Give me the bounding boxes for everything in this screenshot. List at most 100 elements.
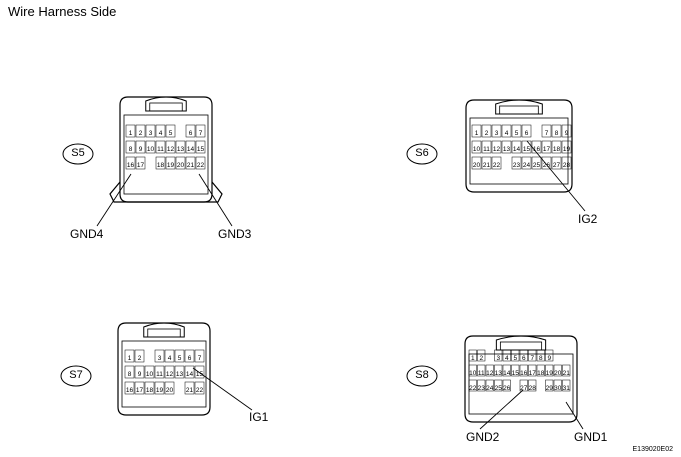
pin-cavity <box>154 349 165 363</box>
signal-label-gnd4: GND4 <box>70 227 104 241</box>
pin-cavity <box>545 379 554 392</box>
pin-number: 8 <box>555 130 559 137</box>
pin-cavity <box>531 156 542 170</box>
pin-cavity <box>519 379 528 392</box>
pin-cavity <box>541 156 552 170</box>
pin-number: 9 <box>565 130 569 137</box>
connector-skirt <box>109 181 223 203</box>
pin-number: 28 <box>529 385 537 392</box>
pin-cavity <box>185 124 196 138</box>
pin-cavity <box>494 364 503 377</box>
pin-cavity <box>155 124 166 138</box>
connector-housing <box>117 322 211 416</box>
pin-number: 3 <box>158 355 162 362</box>
pin-cavity <box>134 365 145 379</box>
pin-number: 3 <box>495 130 499 137</box>
pin-number: 22 <box>196 387 204 394</box>
pin-cavity <box>562 364 571 377</box>
pin-cavity <box>155 140 166 154</box>
pin-cavity <box>519 349 528 362</box>
pin-cavity <box>135 140 146 154</box>
lock-tab-inner <box>147 328 181 338</box>
pin-number: 19 <box>546 370 554 377</box>
pin-number: 26 <box>503 385 511 392</box>
image-code: E139020E02 <box>632 446 673 453</box>
leader-gnd3 <box>198 173 233 227</box>
pin-number: 10 <box>147 146 155 153</box>
pin-number: 9 <box>139 146 143 153</box>
pin-number: 22 <box>493 162 501 169</box>
leader-ig1 <box>192 367 253 411</box>
pin-cavity <box>174 365 185 379</box>
pin-cavity <box>145 140 156 154</box>
pin-number: 7 <box>545 130 549 137</box>
pin-cavity <box>481 140 492 154</box>
pin-cavity <box>124 349 135 363</box>
pin-cavity <box>511 156 522 170</box>
lock-tab-inner <box>499 105 539 115</box>
pin-cavity <box>468 349 477 362</box>
pin-cavity <box>195 140 206 154</box>
pin-cavity <box>184 349 195 363</box>
pin-cavity <box>145 124 156 138</box>
connector-label-s8: S8 <box>415 369 429 381</box>
pin-cavity <box>521 156 532 170</box>
lock-tab-inner <box>149 102 183 112</box>
pin-number: 13 <box>503 146 511 153</box>
signal-label-ig2: IG2 <box>578 212 598 226</box>
pin-number: 23 <box>513 162 521 169</box>
pin-cavity <box>164 381 175 395</box>
pin-cavity <box>471 124 482 138</box>
pin-number: 9 <box>138 371 142 378</box>
pin-cavity <box>477 379 486 392</box>
pin-number: 5 <box>178 355 182 362</box>
pin-number: 18 <box>553 146 561 153</box>
pin-cavity <box>124 365 135 379</box>
pin-number: 7 <box>199 130 203 137</box>
pin-cavity <box>185 156 196 170</box>
pin-number: 15 <box>196 371 204 378</box>
pin-number: 24 <box>523 162 531 169</box>
pin-number: 22 <box>469 385 477 392</box>
pin-cavity <box>125 124 136 138</box>
pin-number: 21 <box>483 162 491 169</box>
connector-name-oval <box>406 365 438 387</box>
pin-number: 20 <box>166 387 174 394</box>
connector-housing <box>464 335 578 423</box>
pin-number: 6 <box>522 355 526 362</box>
pin-cavity <box>494 349 503 362</box>
lock-tab <box>495 99 543 115</box>
pin-cavity <box>502 364 511 377</box>
connector-frame <box>123 114 209 195</box>
connector-housing <box>465 99 573 193</box>
connector-label-s6: S6 <box>415 147 429 159</box>
pin-cavity <box>134 381 145 395</box>
pin-cavity <box>471 156 482 170</box>
pin-number: 14 <box>503 370 511 377</box>
pin-number: 8 <box>539 355 543 362</box>
pin-cavity <box>491 156 502 170</box>
signal-label-gnd2: GND2 <box>466 430 500 444</box>
pin-number: 11 <box>156 371 163 378</box>
pin-cavity <box>491 124 502 138</box>
pin-cavity <box>501 140 512 154</box>
pin-number: 4 <box>159 130 163 137</box>
pin-number: 11 <box>483 146 490 153</box>
pin-cavity <box>536 349 545 362</box>
pin-number: 21 <box>186 387 194 394</box>
pin-number: 1 <box>471 355 475 362</box>
pin-cavity <box>195 156 206 170</box>
pin-cavity <box>144 381 155 395</box>
pin-cavity <box>545 364 554 377</box>
pin-number: 18 <box>146 387 154 394</box>
pin-cavity <box>511 364 520 377</box>
connector-name-oval <box>62 143 94 165</box>
pin-number: 8 <box>129 146 133 153</box>
pin-cavity <box>174 349 185 363</box>
connector-name-oval <box>406 143 438 165</box>
pin-number: 18 <box>157 162 165 169</box>
pin-number: 20 <box>177 162 185 169</box>
